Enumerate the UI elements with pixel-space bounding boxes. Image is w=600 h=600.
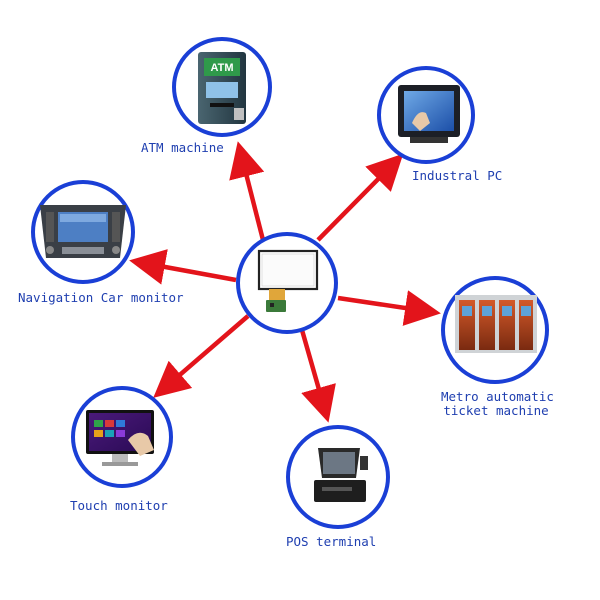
- arrow-to-metro: [337, 290, 441, 326]
- metro-label: Metro automatic ticket machine: [441, 389, 554, 418]
- atm-node: ATM: [172, 37, 272, 137]
- pos-node: [286, 425, 390, 529]
- pos-terminal-icon: [314, 448, 368, 502]
- industrial-pc-icon: [398, 85, 460, 143]
- industrial-pc-label: Industral PC: [412, 168, 503, 183]
- arrow-to-atm: [229, 141, 266, 241]
- arrow-to-pos: [299, 329, 336, 423]
- atm-screen-text: ATM: [210, 62, 233, 74]
- metro-node: [441, 276, 549, 384]
- navigation-node: [31, 180, 135, 284]
- ticket-machine-icon: [455, 295, 537, 353]
- car-navigation-icon: [40, 205, 126, 258]
- atm-machine-icon: ATM: [198, 52, 246, 124]
- atm-label: ATM machine: [141, 140, 224, 155]
- arrow-to-touch: [153, 314, 250, 398]
- arrow-to-industrial: [316, 153, 404, 242]
- center-node: [236, 232, 338, 334]
- touch-monitor-label: Touch monitor: [70, 498, 168, 513]
- navigation-label: Navigation Car monitor: [18, 290, 184, 305]
- industrial-node: [377, 66, 475, 164]
- pos-terminal-label: POS terminal: [286, 534, 377, 549]
- touch-monitor-icon: [86, 410, 154, 466]
- touch-panel-icon: [257, 249, 319, 312]
- metro-label-line-1: Metro automatic: [441, 389, 554, 404]
- arrow-to-navigation: [129, 249, 237, 285]
- touch-monitor-node: [71, 386, 173, 488]
- metro-label-line-2: ticket machine: [443, 403, 549, 418]
- arrows: [129, 141, 441, 423]
